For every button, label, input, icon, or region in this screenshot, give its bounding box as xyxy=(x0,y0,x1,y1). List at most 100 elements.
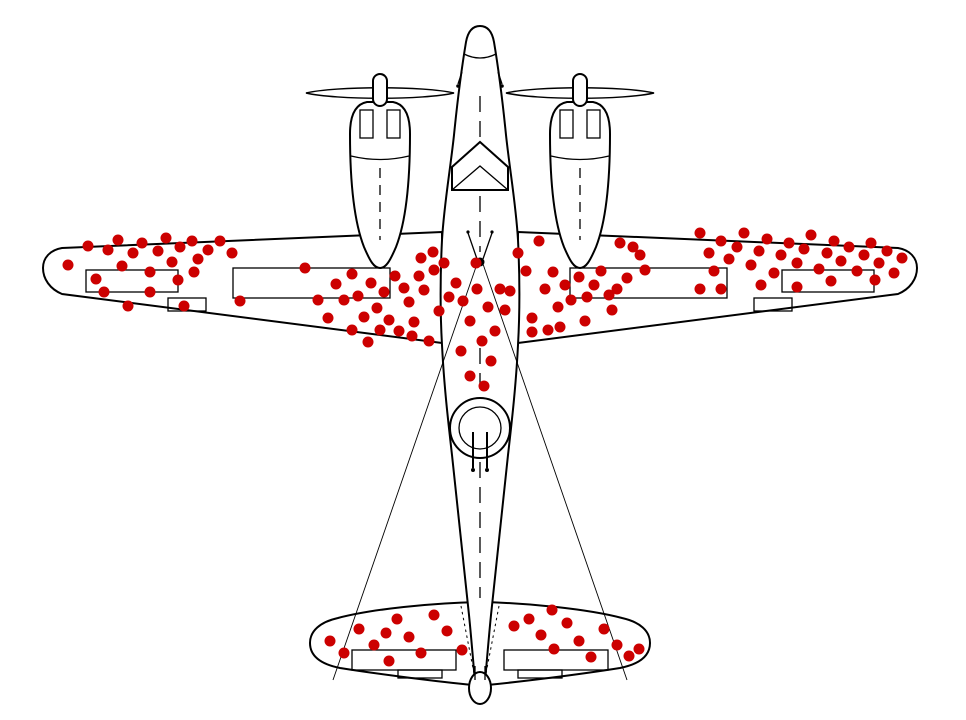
bullet-hole-dot xyxy=(136,237,148,249)
blind-spot-line-left xyxy=(460,605,478,690)
bullet-hole-dot xyxy=(415,252,427,264)
bullet-hole-dot xyxy=(851,265,863,277)
bullet-hole-dot xyxy=(821,247,833,259)
bullet-hole-dot xyxy=(160,232,172,244)
bullet-hole-dot xyxy=(358,311,370,323)
bullet-hole-dot xyxy=(144,266,156,278)
bullet-hole-dot xyxy=(418,284,430,296)
bullet-hole-dot xyxy=(456,644,468,656)
dorsal-gun-barrel-left xyxy=(467,232,478,260)
bullet-hole-dot xyxy=(835,255,847,267)
bullet-hole-dot xyxy=(226,247,238,259)
bullet-hole-dot xyxy=(450,277,462,289)
bullet-hole-dot xyxy=(761,233,773,245)
bullet-hole-dot xyxy=(595,265,607,277)
bullet-hole-dot xyxy=(346,324,358,336)
bullet-hole-dot xyxy=(547,266,559,278)
bullet-hole-dot xyxy=(186,235,198,247)
bullet-hole-dot xyxy=(813,263,825,275)
blind-spot-line-right xyxy=(482,605,500,690)
bullet-hole-dot xyxy=(378,286,390,298)
bullet-hole-dot xyxy=(606,304,618,316)
firing-arc-line-left xyxy=(332,263,478,681)
bullet-hole-dot xyxy=(715,283,727,295)
bullet-hole-dot xyxy=(362,336,374,348)
nose-antenna-left-tip xyxy=(456,84,460,88)
bullet-hole-dot xyxy=(485,355,497,367)
bullet-hole-dot xyxy=(457,295,469,307)
bullet-hole-dot xyxy=(98,286,110,298)
bullet-hole-dot xyxy=(391,613,403,625)
bullet-hole-dot xyxy=(408,316,420,328)
right-cowl-intake-a xyxy=(559,109,574,139)
turret-gun-right-tip xyxy=(485,468,489,472)
bullet-hole-dot xyxy=(526,312,538,324)
left-cowl-intake-a xyxy=(359,109,374,139)
bullet-hole-dot xyxy=(365,277,377,289)
bullet-hole-dot xyxy=(694,283,706,295)
bullet-hole-dot xyxy=(413,270,425,282)
bullet-hole-dot xyxy=(508,620,520,632)
bullet-hole-dot xyxy=(639,264,651,276)
bullet-hole-dot xyxy=(470,257,482,269)
bullet-hole-dot xyxy=(512,247,524,259)
bullet-hole-dot xyxy=(144,286,156,298)
bullet-hole-dot xyxy=(476,335,488,347)
bullet-hole-dot xyxy=(535,629,547,641)
bullet-hole-dot xyxy=(526,326,538,338)
bullet-hole-dot xyxy=(611,639,623,651)
bullet-hole-dot xyxy=(573,635,585,647)
bullet-hole-dot xyxy=(869,274,881,286)
bullet-hole-dot xyxy=(322,312,334,324)
tail-cone xyxy=(468,671,492,705)
bullet-hole-dot xyxy=(798,243,810,255)
bullet-hole-dot xyxy=(888,267,900,279)
dorsal-gun-barrel-right-tip xyxy=(490,230,494,234)
bullet-hole-dot xyxy=(346,268,358,280)
bullet-hole-dot xyxy=(755,279,767,291)
bullet-hole-dot xyxy=(403,296,415,308)
bullet-hole-dot xyxy=(353,623,365,635)
bullet-hole-dot xyxy=(338,647,350,659)
dorsal-gun-barrel-right xyxy=(482,232,493,260)
bullet-hole-dot xyxy=(166,256,178,268)
bullet-hole-dot xyxy=(406,330,418,342)
right-cowling-line xyxy=(550,155,610,161)
bullet-hole-dot xyxy=(585,651,597,663)
left-wing-trim-tab xyxy=(167,297,207,312)
bullet-hole-dot xyxy=(546,604,558,616)
bullet-hole-dot xyxy=(603,289,615,301)
bullet-hole-dot xyxy=(723,253,735,265)
bullet-hole-dot xyxy=(389,270,401,282)
bullet-hole-dot xyxy=(523,613,535,625)
bullet-hole-dot xyxy=(533,235,545,247)
turret-gun-left-tip xyxy=(471,468,475,472)
bullet-hole-dot xyxy=(621,272,633,284)
left-cowl-intake-b xyxy=(386,109,401,139)
left-elevator-trim-tab xyxy=(397,669,443,679)
bullet-hole-dot xyxy=(102,244,114,256)
bullet-hole-dot xyxy=(127,247,139,259)
bullet-hole-dot xyxy=(573,271,585,283)
nose-antenna-right xyxy=(497,71,503,85)
bullet-hole-dot xyxy=(825,275,837,287)
bullet-hole-dot xyxy=(403,631,415,643)
bullet-hole-dot xyxy=(172,274,184,286)
bullet-hole-dot xyxy=(299,262,311,274)
nose-antenna-right-tip xyxy=(500,84,504,88)
dorsal-gun-barrel-left-tip xyxy=(466,230,470,234)
bullet-hole-dot xyxy=(614,237,626,249)
bullet-hole-dot xyxy=(324,635,336,647)
bullet-hole-dot xyxy=(791,257,803,269)
bullet-hole-dot xyxy=(116,260,128,272)
bullet-hole-dot xyxy=(398,282,410,294)
bullet-hole-dot xyxy=(633,643,645,655)
right-cowl-intake-b xyxy=(586,109,601,139)
bullet-hole-dot xyxy=(565,294,577,306)
bullet-hole-dot xyxy=(775,249,787,261)
left-wing-flap-panel xyxy=(232,267,391,299)
bullet-hole-dot xyxy=(428,264,440,276)
bullet-hole-dot xyxy=(122,300,134,312)
bullet-hole-dot xyxy=(482,301,494,313)
bullet-hole-dot xyxy=(634,249,646,261)
